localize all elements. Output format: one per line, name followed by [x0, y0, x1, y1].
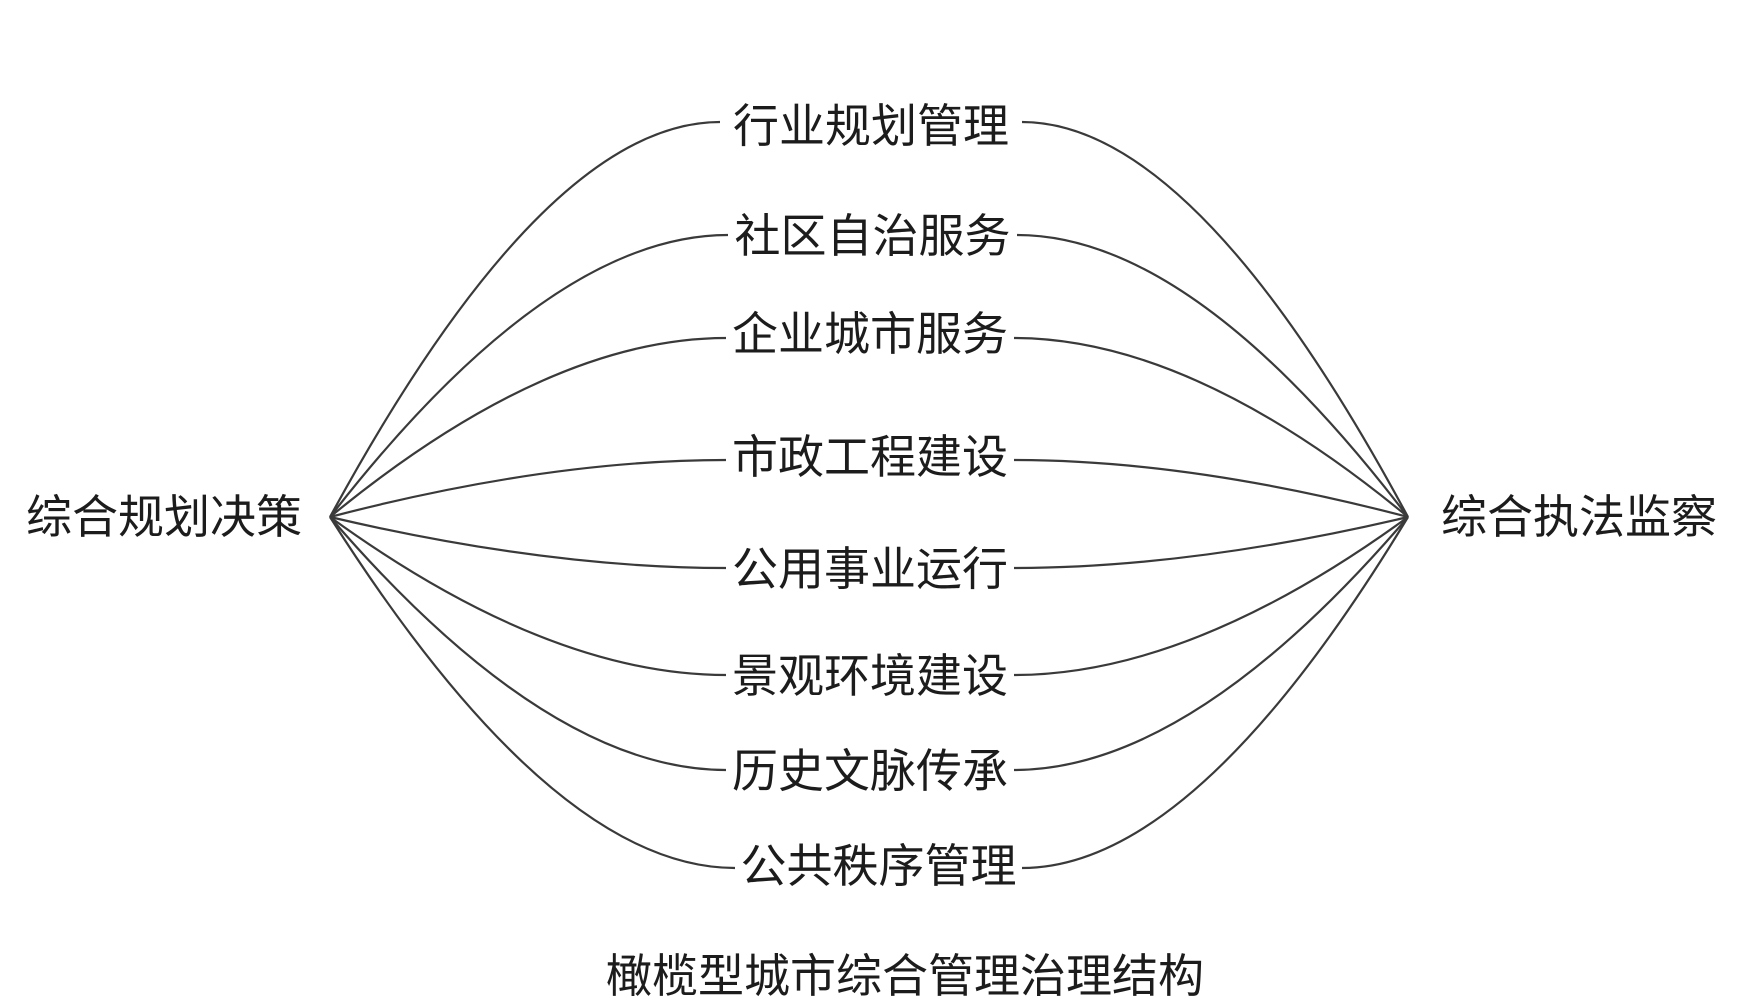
branch-label-5: 公用事业运行: [732, 542, 1008, 596]
arc-left-2: [329, 233, 729, 518]
arc-left-5: [329, 515, 727, 570]
arc-left-4: [329, 458, 727, 519]
right-node-label: 综合执法监察: [1441, 490, 1717, 544]
arc-left-3: [329, 336, 727, 518]
branch-label-3: 企业城市服务: [732, 307, 1008, 361]
arc-right-5: [1013, 515, 1409, 570]
arc-left-6: [329, 516, 727, 677]
diagram-caption: 橄榄型城市综合管理治理结构: [606, 949, 1204, 1003]
branch-labels: 行业规划管理社区自治服务企业城市服务市政工程建设公用事业运行景观环境建设历史文脉…: [732, 99, 1017, 893]
branch-label-2: 社区自治服务: [735, 209, 1011, 263]
branch-label-7: 历史文脉传承: [732, 744, 1008, 798]
arc-right-7: [1013, 516, 1409, 772]
connection-arcs: [329, 120, 1409, 870]
arc-right-1: [1021, 120, 1409, 518]
left-node-label: 综合规划决策: [26, 490, 302, 544]
branch-label-4: 市政工程建设: [732, 430, 1008, 484]
arc-right-2: [1016, 233, 1409, 518]
arc-left-8: [329, 516, 736, 870]
arc-right-4: [1013, 458, 1409, 519]
arc-right-8: [1021, 516, 1409, 870]
arc-left-7: [329, 516, 727, 772]
arc-right-3: [1013, 336, 1409, 518]
branch-label-6: 景观环境建设: [732, 649, 1008, 703]
arc-right-6: [1013, 516, 1409, 677]
branch-label-8: 公共秩序管理: [741, 839, 1017, 893]
branch-label-1: 行业规划管理: [733, 99, 1009, 153]
arc-left-1: [329, 120, 721, 518]
